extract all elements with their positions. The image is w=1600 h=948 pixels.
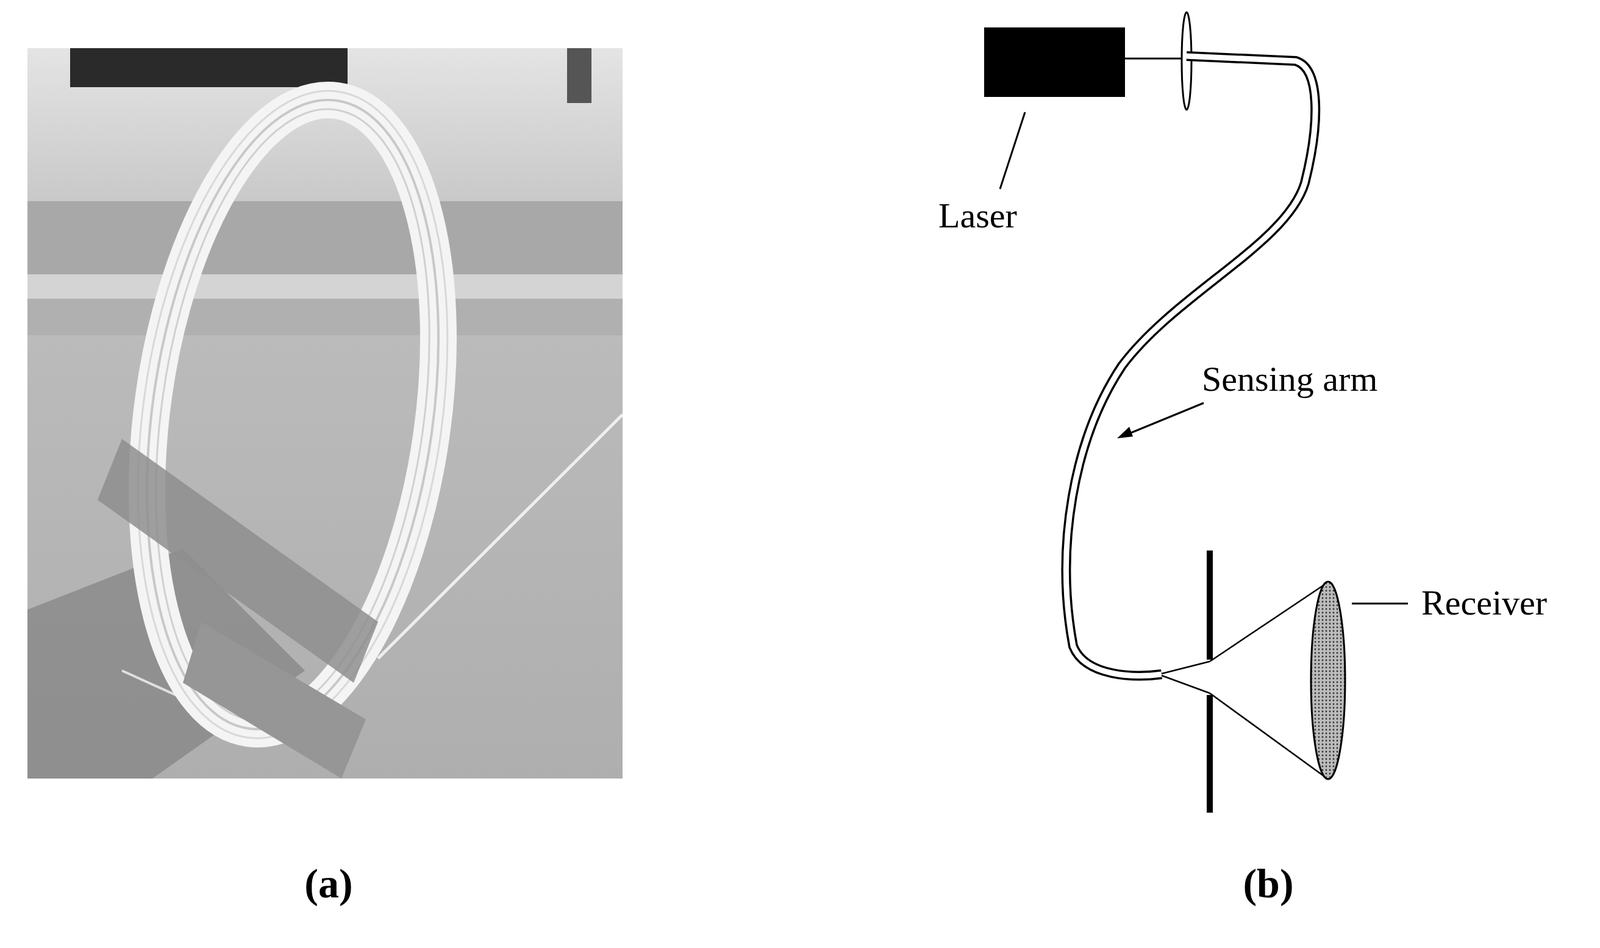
part-label: Laser bbox=[938, 196, 1018, 236]
panel-label: (a) bbox=[304, 860, 353, 907]
panel-label: (b) bbox=[1242, 860, 1294, 907]
part-label: Receiver bbox=[1421, 583, 1547, 623]
optical-setup bbox=[984, 12, 1408, 813]
fiber-photo bbox=[27, 48, 623, 779]
part-label: Sensing arm bbox=[1201, 359, 1378, 399]
